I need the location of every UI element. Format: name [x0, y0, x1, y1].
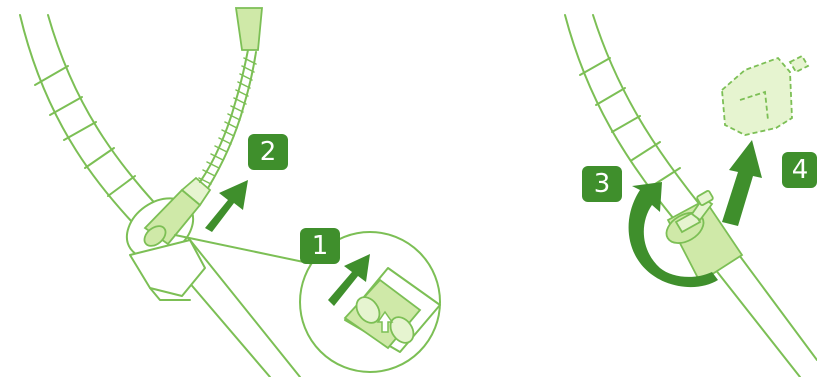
handle-tube: [20, 15, 300, 377]
step-badge-1: 1: [300, 228, 340, 264]
lift-arrow-4: [722, 140, 762, 226]
step-badge-4: 4: [782, 152, 817, 188]
step-number: 3: [594, 169, 611, 199]
step-badge-2: 2: [248, 134, 288, 170]
step-number: 1: [312, 231, 329, 261]
right-panel: 3 4: [565, 15, 817, 377]
removed-cap-ghost: [722, 56, 808, 135]
step-badge-3: 3: [582, 166, 622, 202]
step-number: 4: [792, 155, 809, 185]
push-arrow-2: [205, 180, 248, 232]
step-number: 2: [260, 137, 277, 167]
left-panel: 1 2: [20, 8, 440, 377]
